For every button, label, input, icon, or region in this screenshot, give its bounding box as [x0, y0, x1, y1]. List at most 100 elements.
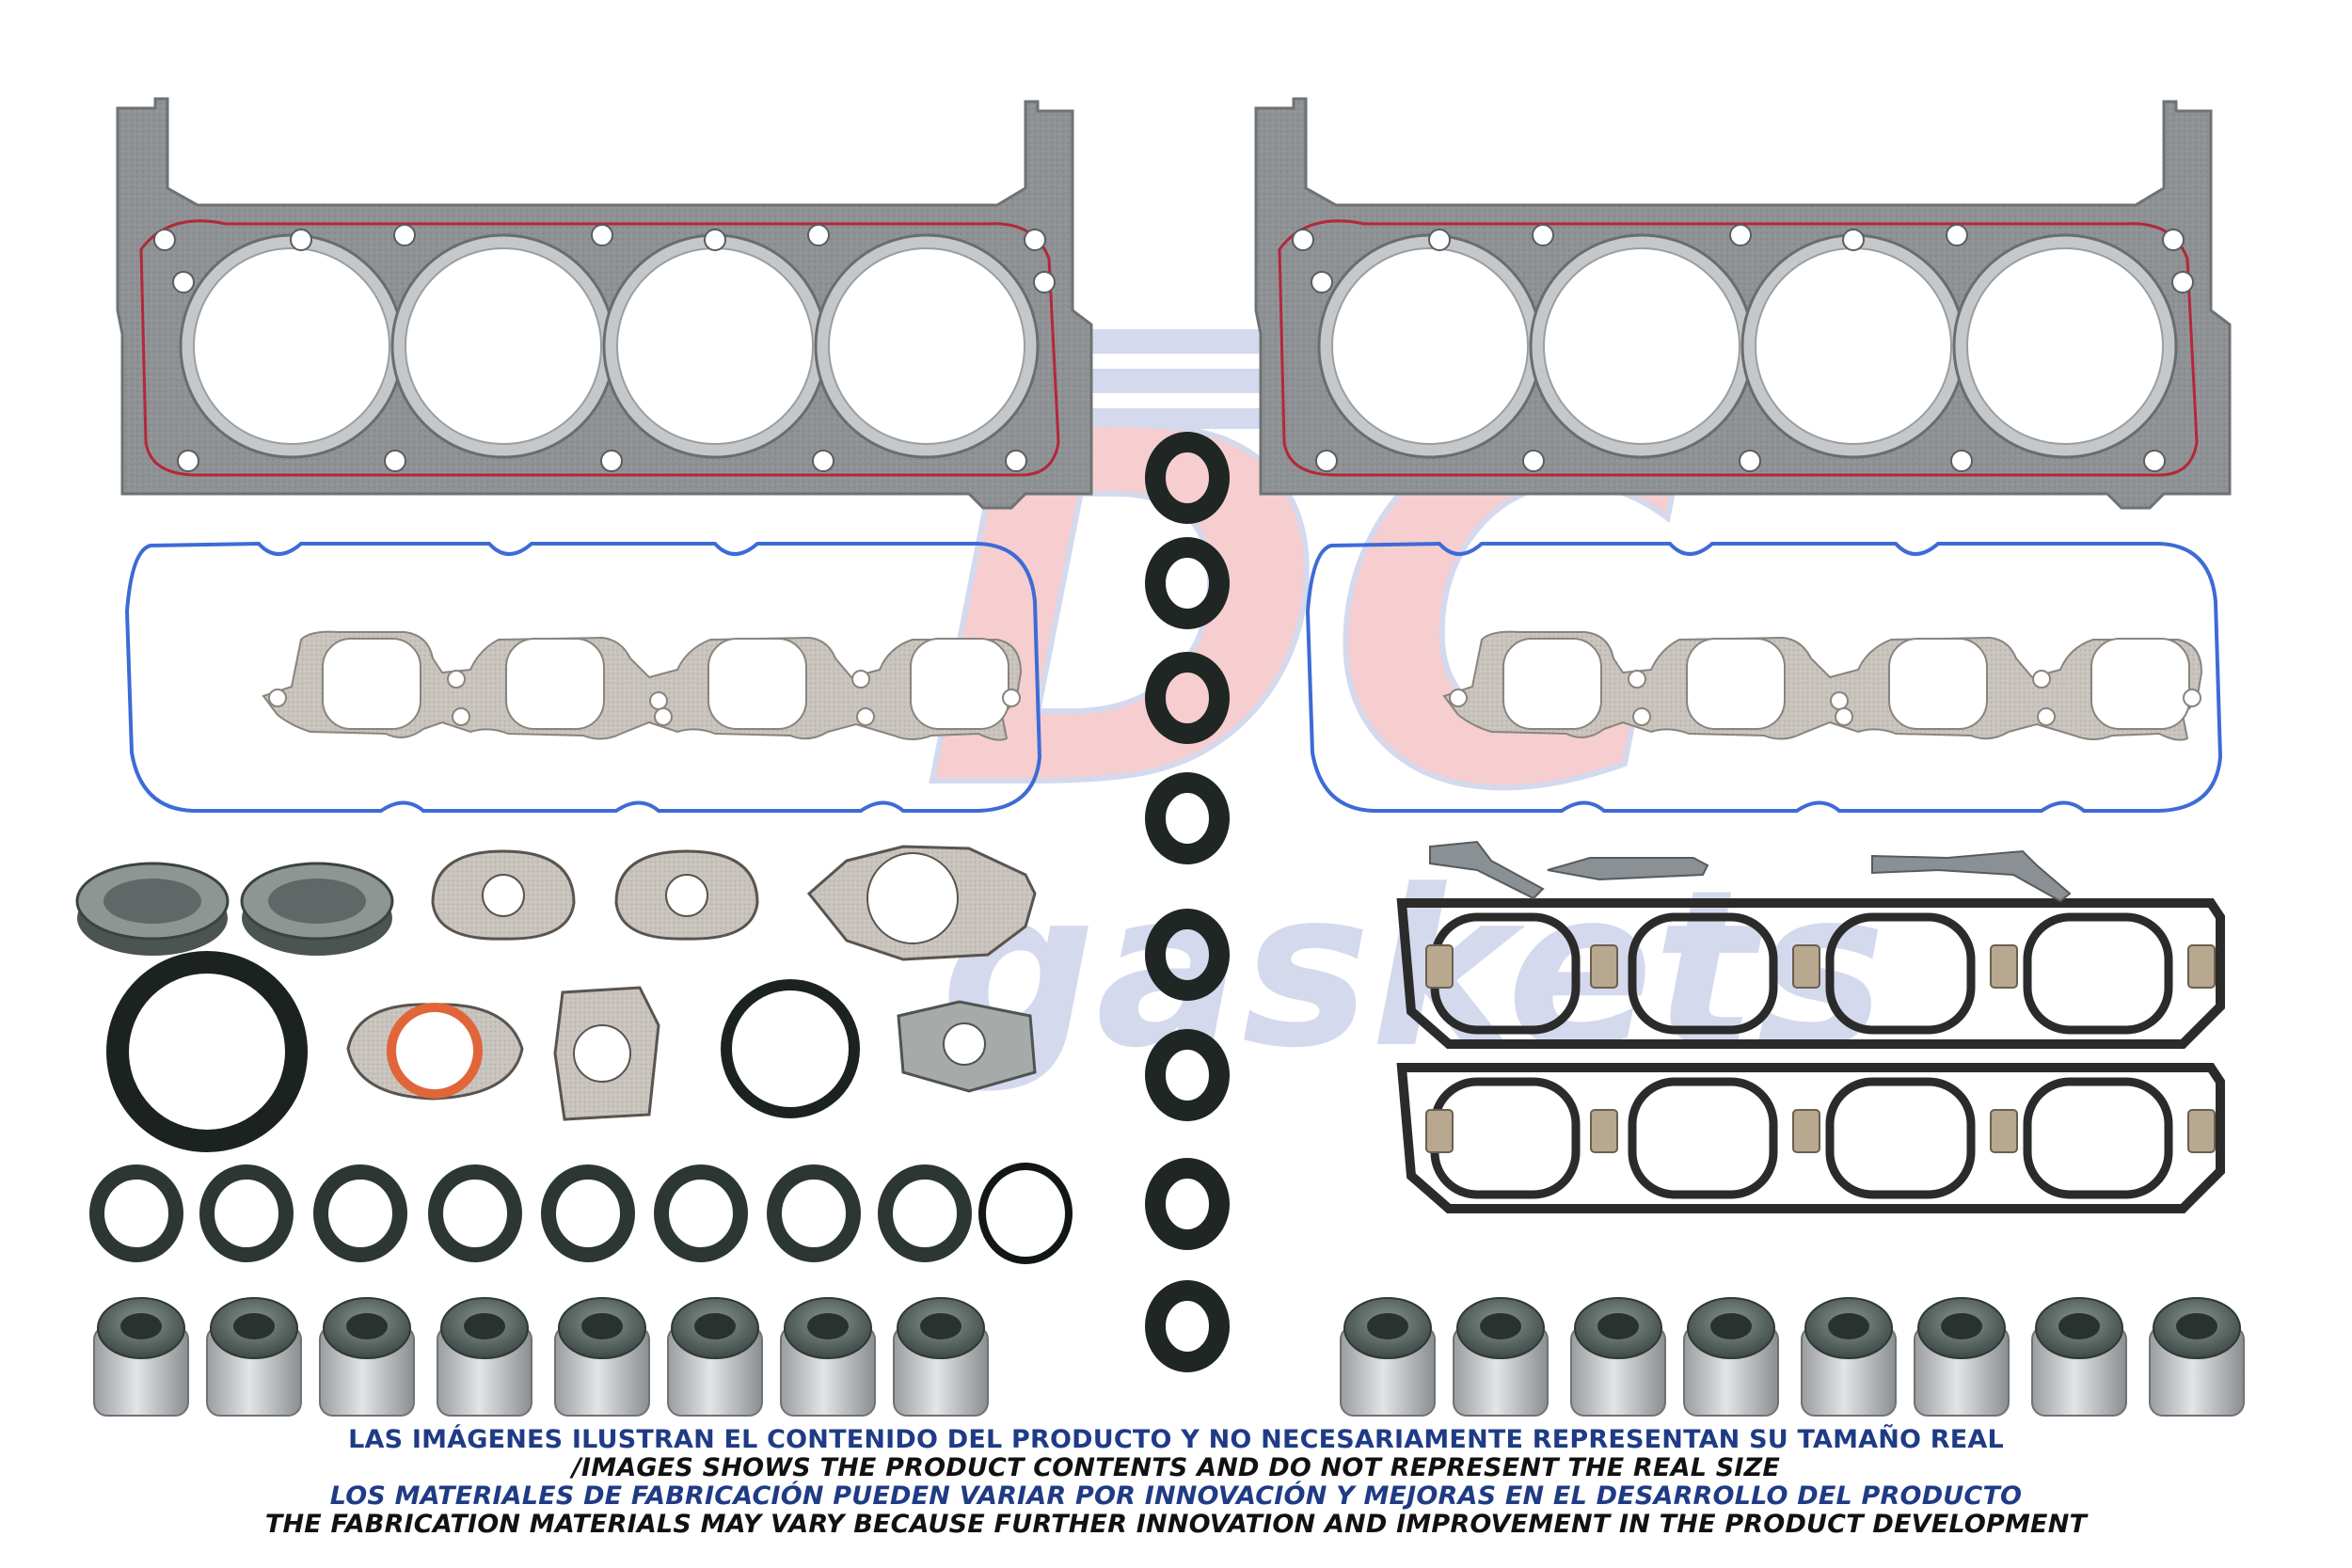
injector-o-ring — [654, 1164, 748, 1262]
disclaimer-line-spanish-materials: LOS MATERIALES DE FABRICACIÓN PUEDEN VAR… — [329, 1481, 2023, 1511]
cylinder-bore — [405, 247, 602, 445]
exhaust-bolt-hole — [851, 670, 870, 689]
bolt-hole — [384, 450, 406, 472]
seal-bore — [2176, 1313, 2217, 1339]
upper-intake-manifold-gasket — [1396, 898, 2225, 1049]
large-o-ring — [106, 951, 308, 1152]
seal-bore — [1941, 1313, 1982, 1339]
cup-seal-recess — [103, 879, 201, 924]
seal-bore — [346, 1313, 388, 1339]
exhaust-bolt-hole — [856, 707, 875, 726]
bolt-hole — [290, 229, 312, 251]
seal-bore — [1710, 1313, 1752, 1339]
head-gasket-red-bead — [1278, 219, 2199, 477]
left-head-gasket — [116, 97, 1093, 510]
bolt-hole — [177, 450, 199, 472]
bolt-hole — [393, 224, 416, 246]
intake-bolt-sleeve — [1990, 944, 2018, 989]
intake-port-bead — [1430, 1077, 1581, 1199]
head-gasket-red-bead — [139, 219, 1060, 477]
intake-bolt-sleeve — [1590, 1109, 1618, 1153]
egr-oval-gasket — [614, 849, 759, 941]
intake-bolt-sleeve — [1792, 944, 1820, 989]
egr-oval-gasket — [431, 849, 576, 941]
intake-gasket-frame — [1396, 1063, 2225, 1213]
valve-cover-gasket — [124, 541, 1042, 813]
egr-gasket-hole — [943, 1022, 986, 1066]
thermostat-gasket — [346, 1003, 524, 1101]
exhaust-port-opening — [1888, 638, 1988, 730]
watermark-word: gaskets — [941, 845, 1885, 1096]
seal-bore — [1828, 1313, 1869, 1339]
intake-bolt-sleeve — [2187, 1109, 2216, 1153]
exhaust-bolt-hole — [2037, 707, 2056, 726]
exhaust-bolt-hole — [2183, 689, 2201, 707]
intake-bolt-sleeve — [1590, 944, 1618, 989]
seal-bore — [920, 1313, 961, 1339]
valve-stem-seal — [1914, 1297, 2010, 1417]
bolt-hole — [1292, 229, 1314, 251]
gasket-parts — [75, 97, 2245, 1417]
spark-plug-tube-seal — [1145, 909, 1230, 1001]
spark-plug-tube-seal — [1145, 652, 1230, 744]
oval-gasket-hole — [665, 874, 708, 917]
seal-bore — [1367, 1313, 1408, 1339]
valve-stem-seal — [2031, 1297, 2127, 1417]
exhaust-port-opening — [1686, 638, 1786, 730]
intake-port-bead — [1825, 912, 1976, 1035]
injector-o-ring — [313, 1164, 407, 1262]
spark-plug-tube-seal — [1145, 772, 1230, 864]
intake-gasket-frame — [1396, 898, 2225, 1049]
exhaust-bolt-hole — [1449, 689, 1468, 707]
intake-bolt-sleeve — [1990, 1109, 2018, 1153]
cup-seal-recess — [268, 879, 366, 924]
intake-port-bead — [2023, 1077, 2173, 1199]
exhaust-bolt-hole — [1628, 670, 1646, 689]
bolt-hole — [600, 450, 623, 472]
cylinder-bore — [1331, 247, 1529, 445]
intake-port-bead — [1825, 1077, 1976, 1199]
injector-o-ring — [878, 1164, 972, 1262]
intake-seal-strip — [1547, 857, 1709, 881]
injector-o-ring — [428, 1164, 522, 1262]
bolt-hole — [1024, 229, 1046, 251]
disclaimer-line-english-size: /IMAGES SHOWS THE PRODUCT CONTENTS AND D… — [571, 1453, 1781, 1482]
exhaust-bolt-hole — [2032, 670, 2051, 689]
bolt-hole — [2143, 450, 2166, 472]
disclaimer-line-english-materials: THE FABRICATION MATERIALS MAY VARY BECAU… — [264, 1510, 2088, 1539]
intake-bolt-sleeve — [1425, 944, 1454, 989]
medium-o-ring — [721, 979, 860, 1118]
bolt-hole — [1005, 450, 1027, 472]
water-outlet-gasket — [553, 986, 660, 1121]
exhaust-bolt-hole — [654, 707, 673, 726]
bolt-hole — [1729, 224, 1752, 246]
exhaust-bolt-hole — [649, 691, 668, 710]
diamond-gasket-opening — [866, 852, 959, 944]
exhaust-manifold-gasket — [262, 630, 1023, 741]
bolt-hole — [591, 224, 613, 246]
exhaust-bolt-hole — [452, 707, 470, 726]
spark-plug-tube-seal — [1145, 1029, 1230, 1121]
cylinder-bore — [616, 247, 814, 445]
valve-stem-seal — [2149, 1297, 2245, 1417]
intake-port-bead — [1628, 912, 1778, 1035]
intake-port-bead — [1628, 1077, 1778, 1199]
injector-o-ring — [541, 1164, 635, 1262]
cylinder-bore — [1755, 247, 1952, 445]
intake-port-bead — [2023, 912, 2173, 1035]
exhaust-port-opening — [505, 638, 605, 730]
valve-stem-seal — [1683, 1297, 1779, 1417]
thermostat-orange-seal — [387, 1003, 483, 1099]
intake-seal-strip — [1429, 840, 1545, 900]
exhaust-port-opening — [2090, 638, 2190, 730]
valve-stem-seal — [780, 1297, 876, 1417]
plate-gasket-hole — [573, 1024, 631, 1083]
spark-plug-tube-seal — [1145, 432, 1230, 524]
intake-bolt-sleeve — [1425, 1109, 1454, 1153]
valve-stem-seal — [93, 1297, 189, 1417]
seal-bore — [1480, 1313, 1521, 1339]
oval-gasket-hole — [482, 874, 525, 917]
bolt-hole — [1311, 271, 1333, 293]
